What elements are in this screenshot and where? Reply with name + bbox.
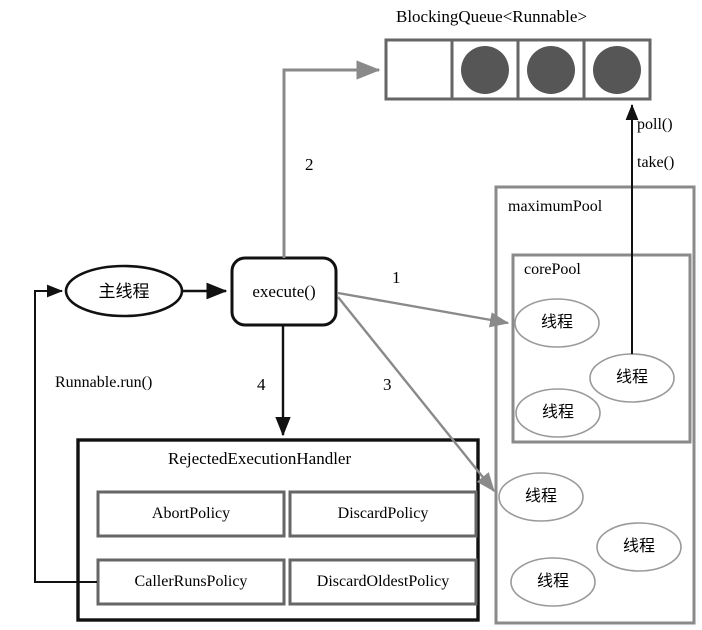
rejected-handler-title: RejectedExecutionHandler [168,449,352,468]
runnable-run-label: Runnable.run() [55,374,153,391]
policy-caller-runs[interactable]: CallerRunsPolicy [134,573,248,590]
policy-discard[interactable]: DiscardPolicy [337,505,429,522]
poll-label: poll() [637,116,673,133]
execute-label: execute() [252,282,316,301]
policy-discard-oldest[interactable]: DiscardOldestPolicy [316,573,450,590]
policy-abort[interactable]: AbortPolicy [151,505,231,522]
edge-1-to-corepool [337,291,510,328]
take-label: take() [637,154,675,171]
thread-label: 线程 [541,404,574,421]
edge-callerruns-return [34,284,97,583]
queue-task-circle [461,46,509,94]
thread-label: 线程 [540,314,573,331]
blocking-queue-box [384,38,652,101]
main-thread-label: 主线程 [98,281,150,301]
queue-task-circle [527,46,575,94]
edge-3-to-maximumpool [337,296,495,492]
edge-label-3: 3 [383,375,392,394]
blocking-queue-title: BlockingQueue<Runnable> [396,7,588,26]
edge-2-enqueue [282,60,381,258]
edge-label-2: 2 [305,155,314,174]
edge-label-4: 4 [257,375,266,394]
edge-label-1: 1 [392,268,401,287]
thread-label: 线程 [622,538,655,555]
thread-label: 线程 [615,369,648,386]
thread-label: 线程 [536,573,569,590]
maximum-pool-label: maximumPool [508,198,603,215]
core-pool-label: corePool [524,261,581,278]
thread-label: 线程 [524,488,557,505]
queue-task-circle [593,46,641,94]
